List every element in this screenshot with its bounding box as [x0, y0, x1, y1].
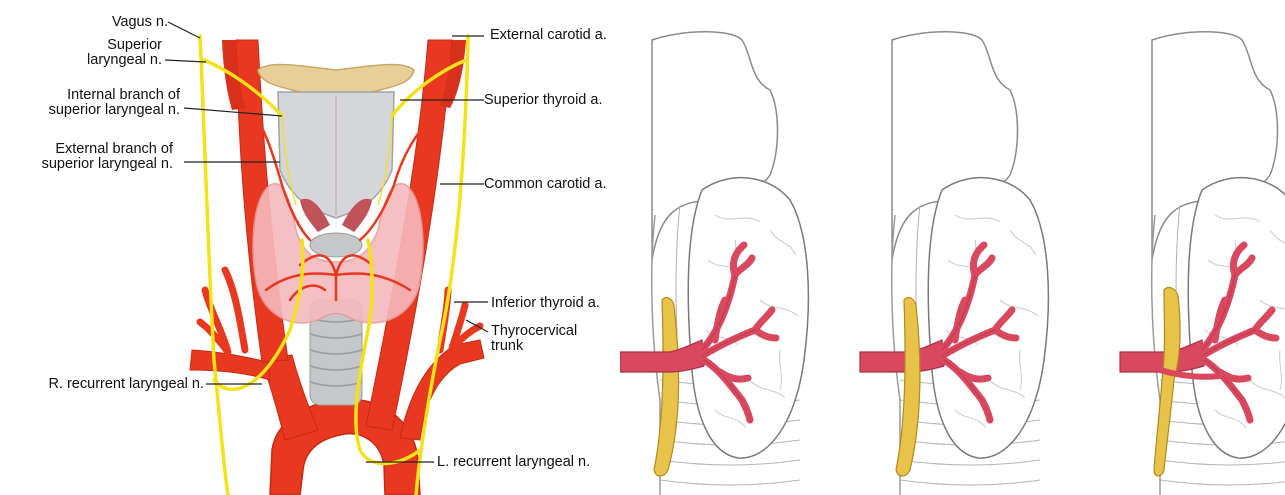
- panel-nerve-behind-artery: [620, 32, 808, 495]
- label-line: trunk: [491, 339, 577, 354]
- variation-panels: [620, 0, 1285, 495]
- label-l-recurrent-laryngeal: L. recurrent laryngeal n.: [437, 455, 590, 470]
- right-thyrocervical-branches: [200, 270, 245, 352]
- label-line: Internal branch of: [49, 88, 180, 103]
- left-subclavian-artery: [400, 340, 484, 440]
- label-superior-laryngeal-nerve: Superior laryngeal n.: [87, 38, 162, 68]
- label-internal-branch: Internal branch of superior laryngeal n.: [49, 88, 180, 118]
- label-common-carotid: Common carotid a.: [484, 177, 607, 192]
- label-line: superior laryngeal n.: [42, 157, 173, 172]
- neck-anatomy-illustration: [0, 0, 620, 495]
- label-thyrocervical-trunk: Thyrocervical trunk: [491, 324, 577, 354]
- right-vagus-nerve: [200, 36, 228, 495]
- label-r-recurrent-laryngeal: R. recurrent laryngeal n.: [48, 377, 204, 392]
- label-line: External branch of: [42, 142, 173, 157]
- label-inferior-thyroid: Inferior thyroid a.: [491, 296, 600, 311]
- label-line: Superior: [87, 38, 162, 53]
- label-line: laryngeal n.: [87, 53, 162, 68]
- panel-nerve-crossing-artery: [860, 32, 1048, 495]
- label-line: superior laryngeal n.: [49, 103, 180, 118]
- label-external-carotid: External carotid a.: [490, 28, 607, 43]
- hyoid-bone: [258, 65, 414, 95]
- nerve-strip-2: [896, 298, 920, 476]
- label-line: Thyrocervical: [491, 324, 577, 339]
- label-external-branch: External branch of superior laryngeal n.: [42, 142, 173, 172]
- cricoid-cartilage: [310, 233, 362, 257]
- label-vagus-nerve: Vagus n.: [112, 15, 168, 30]
- label-superior-thyroid: Superior thyroid a.: [484, 93, 602, 108]
- panel-nerve-between-branches: [1120, 32, 1285, 495]
